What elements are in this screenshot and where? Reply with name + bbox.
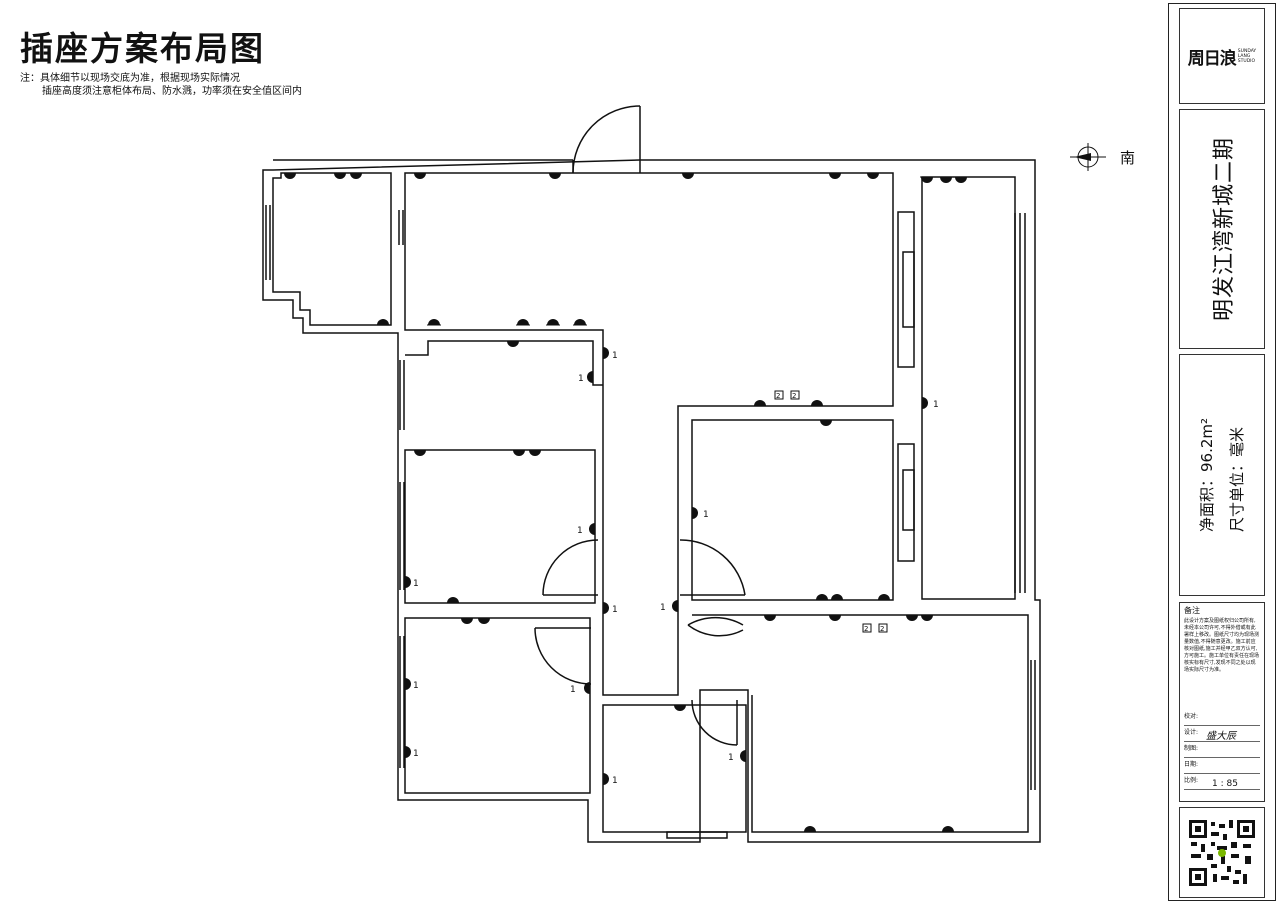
- outlet-label: 1: [413, 681, 419, 691]
- title-block: 周日浪 SUNDAY LANG STUDIO 明发江湾新城二期 净面积：96.2…: [1168, 3, 1276, 901]
- special-label: 2: [880, 625, 884, 633]
- note-line-2: 插座高度须注意柜体布局、防水溅，功率须在安全值区间内: [42, 86, 302, 97]
- date-field: 日期:: [1184, 761, 1260, 774]
- compass-direction: 南: [1120, 149, 1135, 167]
- scale-field: 比例:1 : 85: [1184, 777, 1260, 790]
- remarks-title: 备注: [1184, 606, 1200, 615]
- special-label: 2: [792, 392, 796, 400]
- outlet-label: 1: [413, 579, 419, 589]
- outlet-label: 1: [703, 510, 709, 520]
- net-area: 净面积：96.2m²: [1198, 417, 1216, 533]
- project-name-cell: 明发江湾新城二期: [1179, 109, 1265, 349]
- logo-subtitle: SUNDAY LANG STUDIO: [1237, 48, 1257, 64]
- special-label: 2: [864, 625, 868, 633]
- note-line-1: 注：具体细节以现场交底为准，根据现场实际情况: [20, 73, 240, 84]
- design-field: 设计:盛大辰: [1184, 729, 1260, 742]
- outlet-label: 1: [413, 749, 419, 759]
- sockets: [282, 172, 969, 833]
- remarks-cell: 备注 此设计方案及图纸权归公司所有,未经本公司许可,不得外借或有此署样上移改。图…: [1179, 602, 1265, 802]
- meta-info: 净面积：96.2m² 尺寸单位：毫米: [1192, 418, 1252, 532]
- outlet-label: 1: [612, 351, 618, 361]
- check-field: 校对:: [1184, 713, 1260, 726]
- scale-value: 1 : 85: [1212, 779, 1238, 789]
- floor-plan: 1 1 1 1 1 1 1 1 1 1 1 1 1 2 2 2 2 南: [262, 105, 1135, 843]
- outlet-label: 1: [728, 753, 734, 763]
- compass-icon: [1070, 143, 1106, 171]
- unit: 尺寸单位：毫米: [1228, 427, 1246, 533]
- qr-code-icon: [1187, 817, 1257, 888]
- logo-text: 周日浪: [1187, 48, 1237, 69]
- outlet-label: 1: [933, 400, 939, 410]
- designer-signature: 盛大辰: [1206, 731, 1236, 742]
- outlet-label: 1: [570, 685, 576, 695]
- outlet-label: 1: [577, 526, 583, 536]
- project-name: 明发江湾新城二期: [1212, 136, 1237, 322]
- outlet-label: 1: [578, 374, 584, 384]
- outlet-label: 1: [660, 603, 666, 613]
- draw-field: 制图:: [1184, 745, 1260, 758]
- outlet-label: 1: [612, 605, 618, 615]
- page-title: 插座方案布局图: [20, 29, 265, 68]
- remarks-text: 此设计方案及图纸权归公司所有,未经本公司许可,不得外借或有此署样上移改。图纸尺寸…: [1184, 618, 1260, 673]
- studio-logo: 周日浪 SUNDAY LANG STUDIO: [1179, 8, 1265, 104]
- meta-cell: 净面积：96.2m² 尺寸单位：毫米: [1179, 354, 1265, 596]
- outlet-label: 1: [612, 776, 618, 786]
- qr-code-cell: [1179, 807, 1265, 898]
- special-label: 2: [776, 392, 780, 400]
